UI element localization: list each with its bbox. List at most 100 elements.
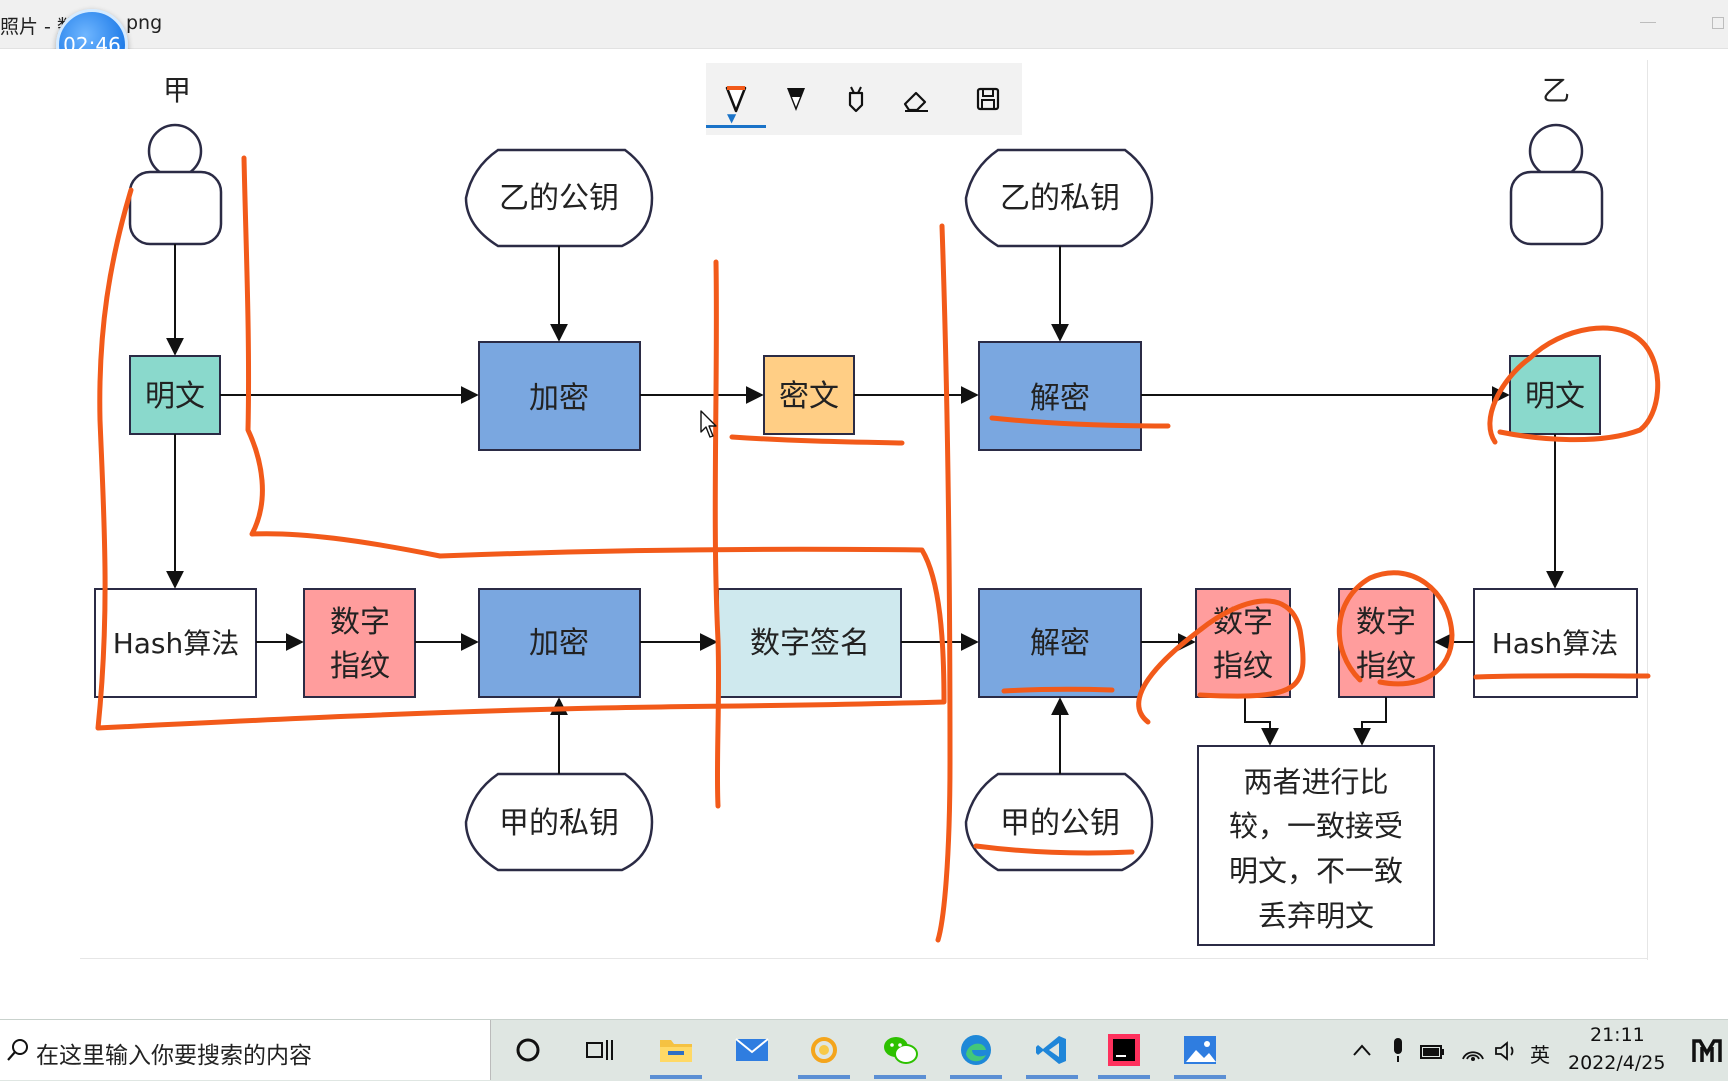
ink-circle-fp2: [1336, 570, 1455, 687]
chevron-down-icon[interactable]: ▼: [727, 111, 737, 125]
fingerprint-a-line1: 数字: [330, 605, 390, 640]
actor-a-label: 甲: [163, 74, 191, 107]
ink-underline-pubkey: [973, 843, 1135, 856]
a-public-key-shape: [964, 772, 1154, 872]
edge-icon: [961, 1035, 991, 1065]
ink-divider-2: [935, 223, 953, 943]
mail-button[interactable]: [728, 1027, 776, 1073]
minimize-button[interactable]: [1640, 22, 1656, 23]
fingerprint-b2-line2: 指纹: [1356, 649, 1416, 684]
fingerprint-a-line2: 指纹: [330, 649, 390, 684]
mouse-cursor-icon: [700, 410, 717, 438]
swirl-app-icon: [811, 1037, 837, 1063]
notification-app-icon[interactable]: [1692, 1038, 1722, 1064]
app-swirl-button[interactable]: [800, 1027, 848, 1073]
cortana-button[interactable]: [504, 1027, 552, 1073]
hash-b-label: Hash算法: [1492, 627, 1619, 660]
encrypt-box: [478, 341, 641, 451]
title-bar: 照片 - 数 png: [0, 0, 1728, 49]
decrypt-label: 解密: [1030, 381, 1090, 416]
pencil-icon: [787, 88, 805, 111]
maximize-button[interactable]: [1712, 17, 1724, 29]
fingerprint-b1-line1: 数字: [1213, 605, 1273, 640]
signature-box: [717, 588, 902, 698]
hash-b-box: [1473, 588, 1638, 698]
b-public-key-shape: [464, 148, 654, 248]
selected-tool-indicator: [706, 125, 766, 128]
wifi-icon[interactable]: [1460, 1040, 1486, 1062]
actor-a-icon: [128, 123, 223, 246]
ink-underline-decrypt: [989, 415, 1171, 429]
fingerprint-b1-line2: 指纹: [1213, 649, 1273, 684]
ink-annotations: [95, 155, 1661, 943]
b-private-key-shape: [964, 148, 1154, 248]
hash-a-box: [94, 588, 257, 698]
hash-a-label: Hash算法: [113, 627, 240, 660]
task-view-button[interactable]: [576, 1027, 624, 1073]
save-icon: [976, 87, 1000, 111]
folder-icon: [660, 1040, 692, 1062]
a-public-key-label: 甲的公钥: [1000, 806, 1120, 841]
wechat-icon: [884, 1037, 918, 1064]
ink-left-loop: [95, 155, 947, 731]
vscode-button[interactable]: [1028, 1027, 1076, 1073]
a-private-key-label: 甲的私钥: [499, 806, 619, 841]
battery-icon[interactable]: [1420, 1041, 1446, 1061]
b-public-key-label: 乙的公钥: [499, 181, 619, 216]
ink-underline-hash-b: [1473, 673, 1651, 680]
compare-note-line4: 丢弃明文: [1258, 899, 1374, 933]
compare-note-box: [1197, 745, 1435, 946]
ciphertext-label: 密文: [779, 379, 839, 414]
encrypt2-label: 加密: [529, 626, 589, 661]
actor-b-label: 乙: [1542, 74, 1570, 107]
fingerprint-a-box: [303, 588, 416, 698]
mail-icon: [735, 1038, 769, 1061]
b-private-key-label: 乙的私钥: [1000, 181, 1120, 216]
ink-underline-cipher: [729, 434, 905, 446]
compare-note-line3: 明文，不一致: [1229, 854, 1403, 888]
photos-icon: [1184, 1036, 1216, 1064]
ink-divider-1: [712, 259, 722, 809]
decrypt2-box: [978, 588, 1142, 698]
clock-time[interactable]: 21:11: [1590, 1024, 1645, 1046]
eraser-icon: [903, 91, 928, 112]
photos-button[interactable]: [1176, 1027, 1224, 1073]
task-view-icon: [586, 1040, 613, 1060]
flow-arrows: [166, 244, 1564, 774]
wechat-button[interactable]: [876, 1027, 924, 1073]
ballpoint-pen-tool[interactable]: [710, 73, 762, 125]
pencil-tool[interactable]: [770, 73, 822, 125]
ime-indicator[interactable]: 英: [1530, 1043, 1550, 1067]
clock-date[interactable]: 2022/4/25: [1568, 1052, 1666, 1074]
actor-b-icon: [1509, 123, 1604, 246]
edge-button[interactable]: [952, 1027, 1000, 1073]
microphone-icon[interactable]: [1390, 1037, 1406, 1063]
decrypt2-label: 解密: [1030, 626, 1090, 661]
ballpoint-pen-icon: [725, 86, 747, 113]
file-explorer-button[interactable]: [652, 1027, 700, 1073]
fingerprint-b2-line1: 数字: [1356, 605, 1416, 640]
chevron-up-icon[interactable]: [1352, 1043, 1372, 1057]
ink-circle-fp1: [1136, 598, 1306, 725]
save-tool[interactable]: [962, 73, 1014, 125]
encrypt-label: 加密: [529, 381, 589, 416]
compare-note-line2: 较，一致接受: [1229, 809, 1403, 843]
plaintext-label: 明文: [145, 379, 205, 414]
volume-icon[interactable]: [1494, 1040, 1520, 1062]
plaintext-b-box: [1509, 355, 1601, 435]
taskbar-search[interactable]: 在这里输入你要搜索的内容: [0, 1020, 491, 1080]
cortana-icon: [516, 1038, 540, 1062]
ink-underline-decrypt2: [1001, 686, 1115, 694]
encrypt2-box: [478, 588, 641, 698]
intellij-button[interactable]: [1100, 1027, 1148, 1073]
signature-label: 数字签名: [750, 626, 870, 661]
vscode-icon: [1036, 1036, 1066, 1064]
ink-circle-plaintext-b: [1487, 325, 1661, 445]
window-title-ext: png: [126, 12, 163, 34]
eraser-tool[interactable]: [890, 73, 942, 125]
ink-toolbar: [706, 63, 1022, 135]
ciphertext-box: [763, 355, 855, 435]
highlighter-icon: [848, 86, 864, 113]
highlighter-tool[interactable]: [830, 73, 882, 125]
